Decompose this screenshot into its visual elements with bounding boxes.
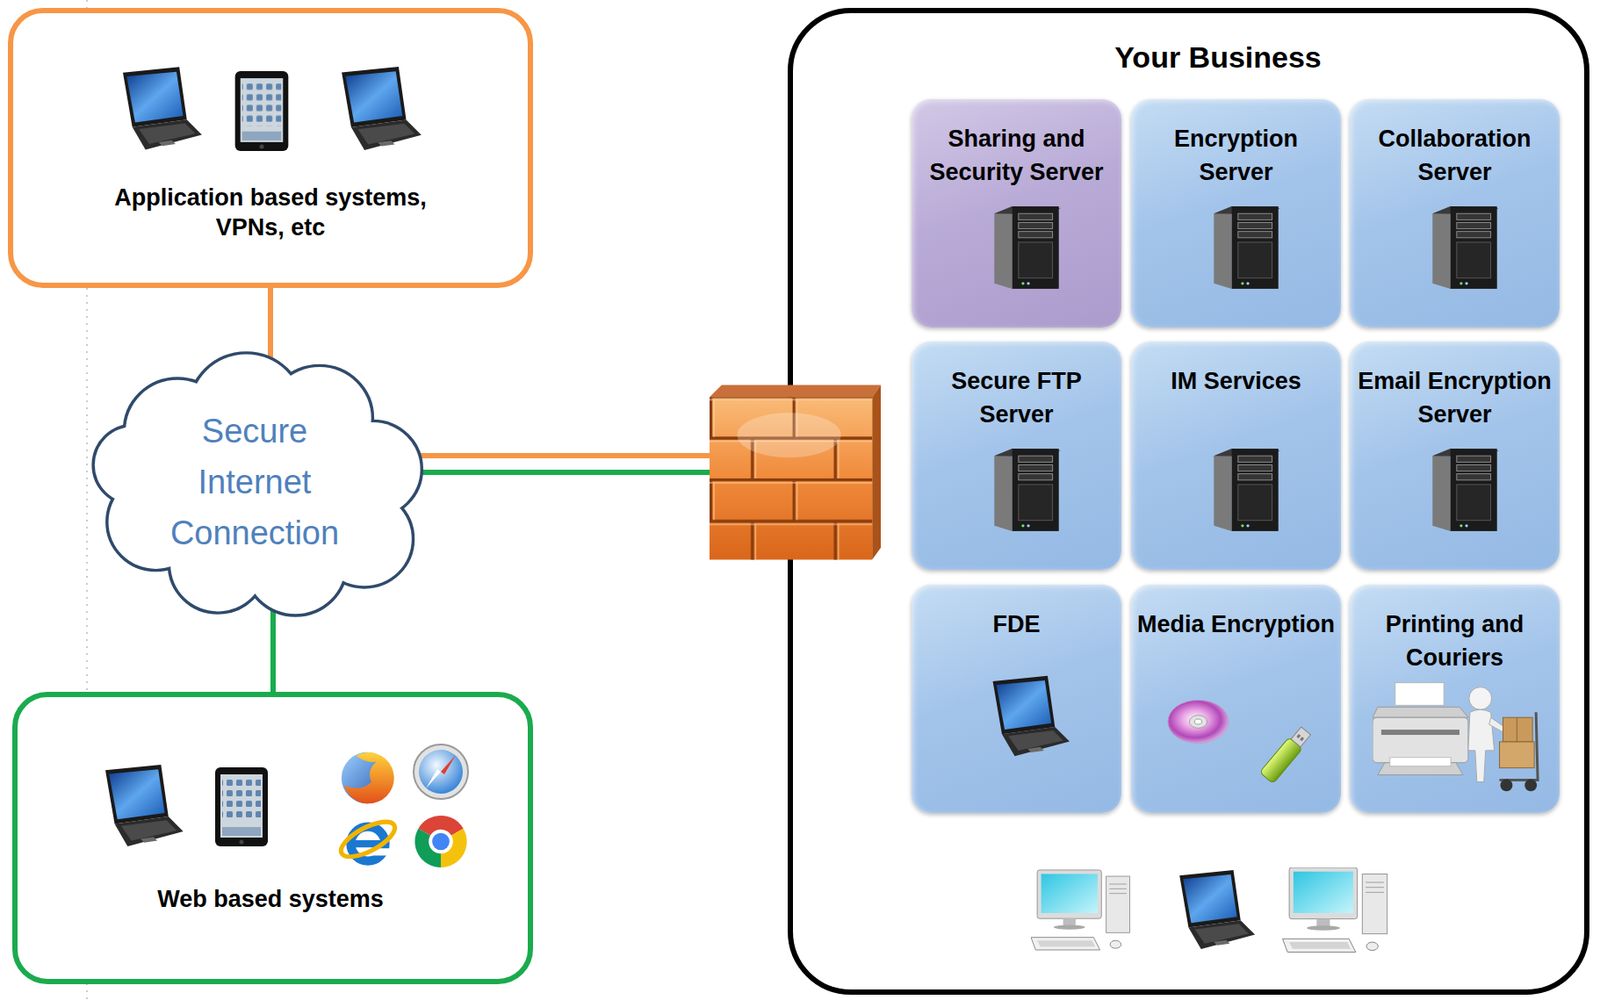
firefox-icon [336,748,398,808]
server-tile: Media Encryption [1131,584,1341,814]
server-tile: Encryption Server [1131,99,1341,328]
laptop-icon [328,63,424,156]
laptop-graphic [341,66,422,151]
server-icon [1210,202,1283,293]
laptop-graphic [993,676,1070,757]
server-graphic [1213,206,1280,289]
cloud-fill [94,426,173,504]
server-graphic [1213,448,1280,532]
node-label: Collaboration Server [1353,122,1557,189]
server-tile: Secure FTP Server [911,341,1122,570]
application-systems-box: Application based systems, VPNs, etc [7,7,534,289]
server-icon [1210,445,1283,535]
laptop-graphic [1179,870,1255,950]
server-tile: Sharing and Security Server [911,99,1122,328]
firefox-graphic [341,752,395,804]
server-icon [990,202,1063,293]
usb-icon [1250,719,1321,792]
server-tile: Printing and Couriers [1349,584,1560,814]
cd-graphic [1167,699,1229,743]
server-graphic [1432,448,1499,532]
desktop-graphic [1030,870,1130,951]
server-icon [1428,202,1501,293]
safari-graphic [413,744,469,800]
node-label: Web based systems [94,884,447,915]
node-label: FDE [915,607,1119,642]
internet-cloud: Secure Internet Connection [86,341,449,623]
chrome-icon [410,811,472,873]
chrome-graphic [414,815,467,868]
server-tile: FDE [911,584,1122,814]
usb-graphic [1259,725,1312,784]
node-label: Secure FTP Server [915,364,1119,432]
node-label: Secure Internet Connection [149,405,361,559]
ie-icon [336,808,400,874]
laptop-icon [109,63,204,156]
server-icon [1428,445,1501,535]
server-graphic [994,448,1060,532]
node-label: Printing and Couriers [1353,607,1557,675]
node-label: Sharing and Security Server [915,122,1119,189]
node-label: Application based systems, VPNs, etc [94,182,447,243]
node-label: Encryption Server [1134,122,1339,189]
server-tile: Email Encryption Server [1349,341,1560,570]
web-systems-box: Web based systems [12,691,534,985]
firewall-icon [709,382,883,562]
server-tile: Collaboration Server [1349,99,1560,328]
laptop-icon [980,668,1072,766]
laptop-graphic [105,764,184,847]
laptop-icon [1163,870,1261,952]
ie-graphic [336,814,400,864]
business-boundary: Your BusinessSharing and Security Server… [787,7,1590,995]
node-label: Media Encryption [1134,607,1339,642]
node-label: Email Encryption Server [1353,364,1557,432]
server-graphic [1432,206,1499,289]
server-graphic [994,206,1060,289]
firewall-graphic [709,385,881,561]
safari-icon [410,737,472,807]
server-icon [990,445,1063,535]
tablet-icon [234,71,289,152]
printman-graphic [1372,683,1538,793]
laptop-icon [92,764,186,849]
cd-icon [1166,693,1231,750]
tablet-graphic [235,71,289,152]
desktop-icon [1030,867,1133,959]
node-label: IM Services [1134,364,1339,398]
cloud-lobe [94,426,173,504]
laptop-graphic [122,66,202,150]
server-tile: IM Services [1131,341,1341,570]
node-label: Your Business [1033,39,1403,75]
printman-icon [1372,677,1547,796]
desktop-icon [1280,867,1393,959]
desktop-graphic [1282,867,1388,952]
tablet-icon [214,767,269,847]
tablet-graphic [215,767,268,847]
